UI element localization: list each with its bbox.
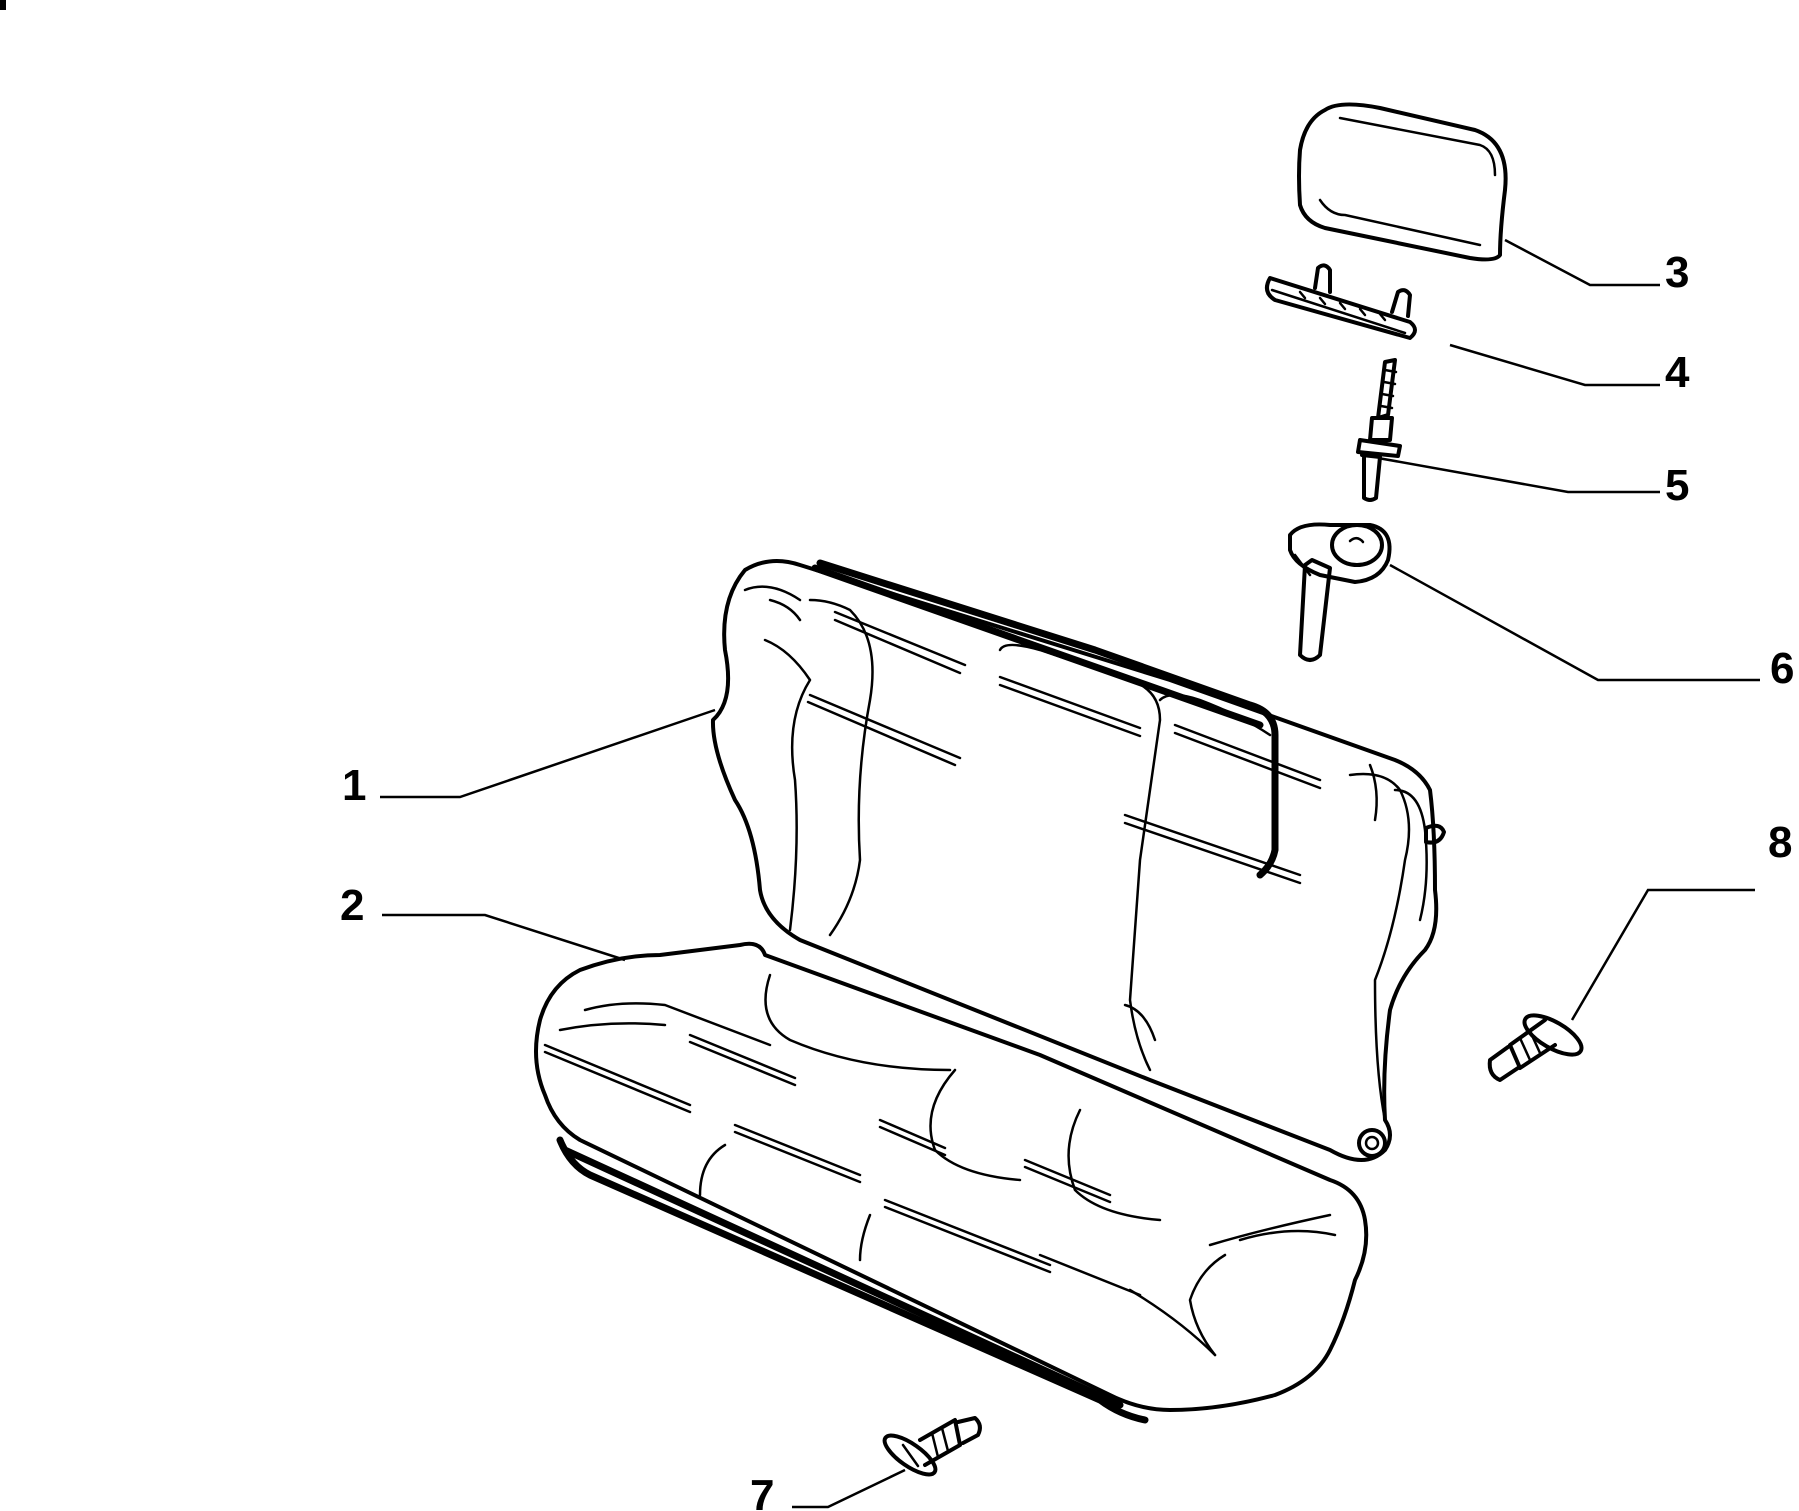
callout-4: 4 xyxy=(1665,348,1690,397)
part-4-bracket xyxy=(1264,263,1417,340)
callout-2: 2 xyxy=(340,881,364,930)
corner-mark xyxy=(0,0,6,10)
callout-8: 8 xyxy=(1768,818,1792,867)
callout-labels: 1 2 3 4 5 6 7 8 xyxy=(340,248,1794,1511)
part-1-backrest xyxy=(710,559,1446,1162)
part-7-screw xyxy=(882,1416,982,1477)
part-2-cushion xyxy=(534,941,1369,1424)
callout-6: 6 xyxy=(1770,644,1794,693)
part-5-pin xyxy=(1356,358,1402,502)
part-3-headrest xyxy=(1297,102,1508,262)
part-8-screw xyxy=(1487,1013,1584,1082)
part-6-sleeve xyxy=(1288,522,1392,662)
callout-1: 1 xyxy=(342,761,366,810)
callout-7: 7 xyxy=(750,1471,774,1511)
leader-lines xyxy=(380,238,1760,1509)
callout-3: 3 xyxy=(1665,248,1689,297)
callout-5: 5 xyxy=(1665,461,1689,510)
